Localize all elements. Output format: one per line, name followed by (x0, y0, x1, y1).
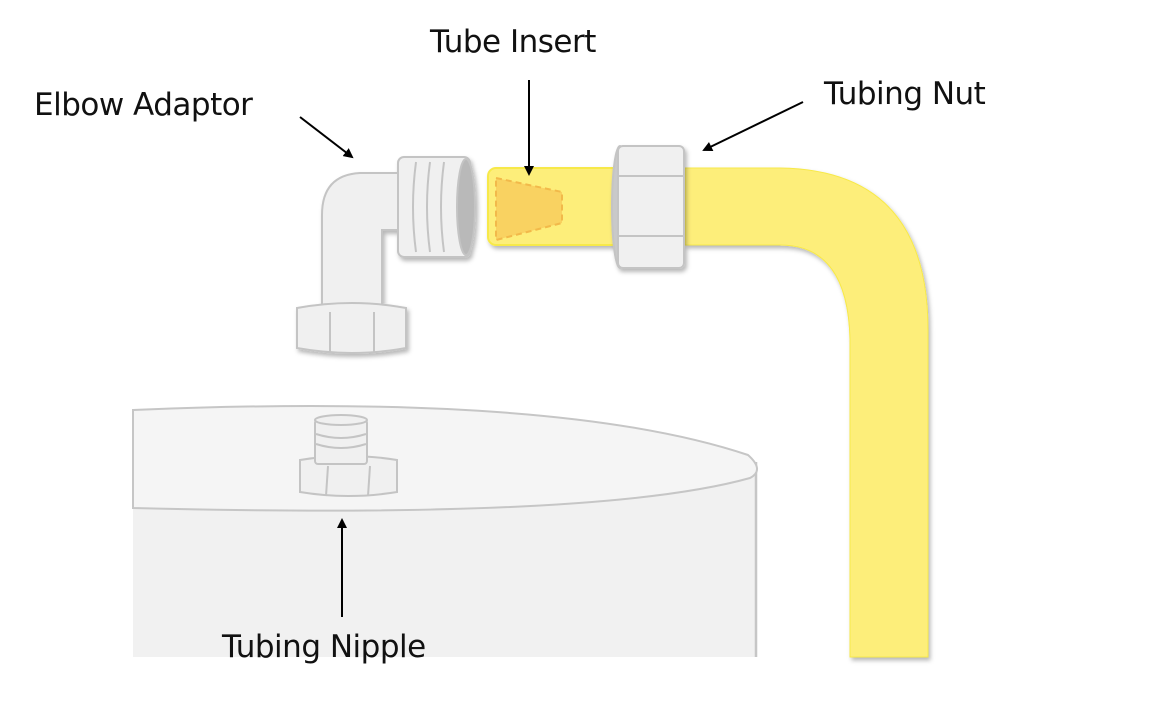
callout-arrows (299, 80, 804, 617)
tank (132, 405, 758, 657)
arrow-tubing-nut (702, 101, 804, 152)
tubing-nut (611, 145, 685, 269)
tube-insert (495, 176, 563, 242)
elbow-adaptor (296, 156, 476, 354)
tubing-nipple (299, 414, 398, 497)
arrow-elbow-adaptor (299, 116, 354, 159)
label-tube-insert: Tube Insert (430, 24, 596, 60)
label-elbow-adaptor: Elbow Adaptor (34, 87, 253, 123)
label-tubing-nut: Tubing Nut (824, 76, 986, 112)
label-tubing-nipple: Tubing Nipple (222, 629, 426, 665)
tank-top (132, 405, 758, 512)
